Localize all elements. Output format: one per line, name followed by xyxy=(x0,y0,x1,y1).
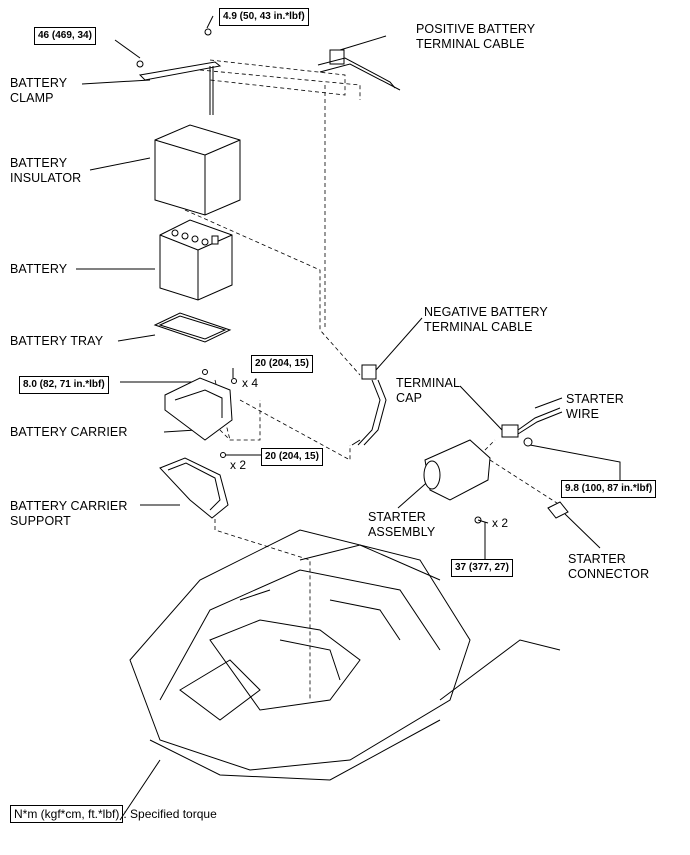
leader-battery-clamp xyxy=(81,79,151,85)
vehicle-engine-bay xyxy=(119,529,561,821)
leader-starter-connector xyxy=(564,513,601,549)
torque-clamp-bolt: 46 (469, 34) xyxy=(34,27,96,45)
label-battery-clamp: BATTERY CLAMP xyxy=(10,76,68,105)
label-terminal-cap: TERMINAL CAP xyxy=(396,376,461,405)
label-starter-wire: STARTER WIRE xyxy=(566,392,624,421)
torque-starter-bolt: 37 (377, 27) xyxy=(451,559,513,577)
label-battery: BATTERY xyxy=(10,262,68,276)
label-starter-connector: STARTER CONNECTOR xyxy=(568,552,650,581)
battery-carrier-part xyxy=(164,369,237,441)
battery-part xyxy=(159,219,233,301)
label-battery-carrier: BATTERY CARRIER xyxy=(10,425,128,439)
label-positive-battery-terminal-cable: POSITIVE BATTERY TERMINAL CABLE xyxy=(416,22,536,51)
leader-terminal-cap xyxy=(459,385,503,431)
battery-carrier-support-part xyxy=(159,452,229,519)
battery-insulator-part xyxy=(154,124,241,216)
legend-unit-box: N*m (kgf*cm, ft.*lbf) xyxy=(10,805,124,823)
leader-battery-tray xyxy=(117,334,156,342)
qty-carrier-bolts: x 4 xyxy=(242,376,259,390)
torque-terminal-nut: 4.9 (50, 43 in.*lbf) xyxy=(219,8,309,26)
leader-starter-wire-nut xyxy=(529,444,621,480)
leader-battery-insulator xyxy=(89,157,151,171)
label-starter-assembly: STARTER ASSEMBLY xyxy=(368,510,436,539)
qty-support-bolts: x 2 xyxy=(230,458,247,472)
positive-cable-part xyxy=(317,49,401,91)
qty-starter-bolts: x 2 xyxy=(492,516,509,530)
legend-description: : Specified torque xyxy=(123,807,217,821)
leader-positive-cable xyxy=(339,35,387,51)
label-negative-battery-terminal-cable: NEGATIVE BATTERY TERMINAL CABLE xyxy=(424,305,548,334)
label-battery-insulator: BATTERY INSULATOR xyxy=(10,156,82,185)
label-battery-tray: BATTERY TRAY xyxy=(10,334,104,348)
leader-clamp-bolt xyxy=(114,39,141,59)
starter-assembly-part xyxy=(423,439,491,524)
torque-carrier-bolt-upper: 20 (204, 15) xyxy=(251,355,313,373)
leader-terminal-nut xyxy=(206,15,214,29)
leader-negative-cable xyxy=(375,317,423,371)
leader-starter-wire xyxy=(534,397,563,409)
starter-connector-part xyxy=(547,501,569,519)
leader-battery-carrier xyxy=(163,429,197,433)
battery-clamp-part xyxy=(136,28,222,115)
battery-tray-part xyxy=(153,312,232,343)
torque-legend: N*m (kgf*cm, ft.*lbf): Specified torque xyxy=(10,805,217,823)
negative-cable-part xyxy=(351,364,387,446)
torque-support-bolt: 20 (204, 15) xyxy=(261,448,323,466)
label-battery-carrier-support: BATTERY CARRIER SUPPORT xyxy=(10,499,128,528)
torque-starter-wire-nut: 9.8 (100, 87 in.*lbf) xyxy=(561,480,657,498)
torque-carrier-small-bolt: 8.0 (82, 71 in.*lbf) xyxy=(19,376,109,394)
starter-wire-part xyxy=(501,407,563,447)
